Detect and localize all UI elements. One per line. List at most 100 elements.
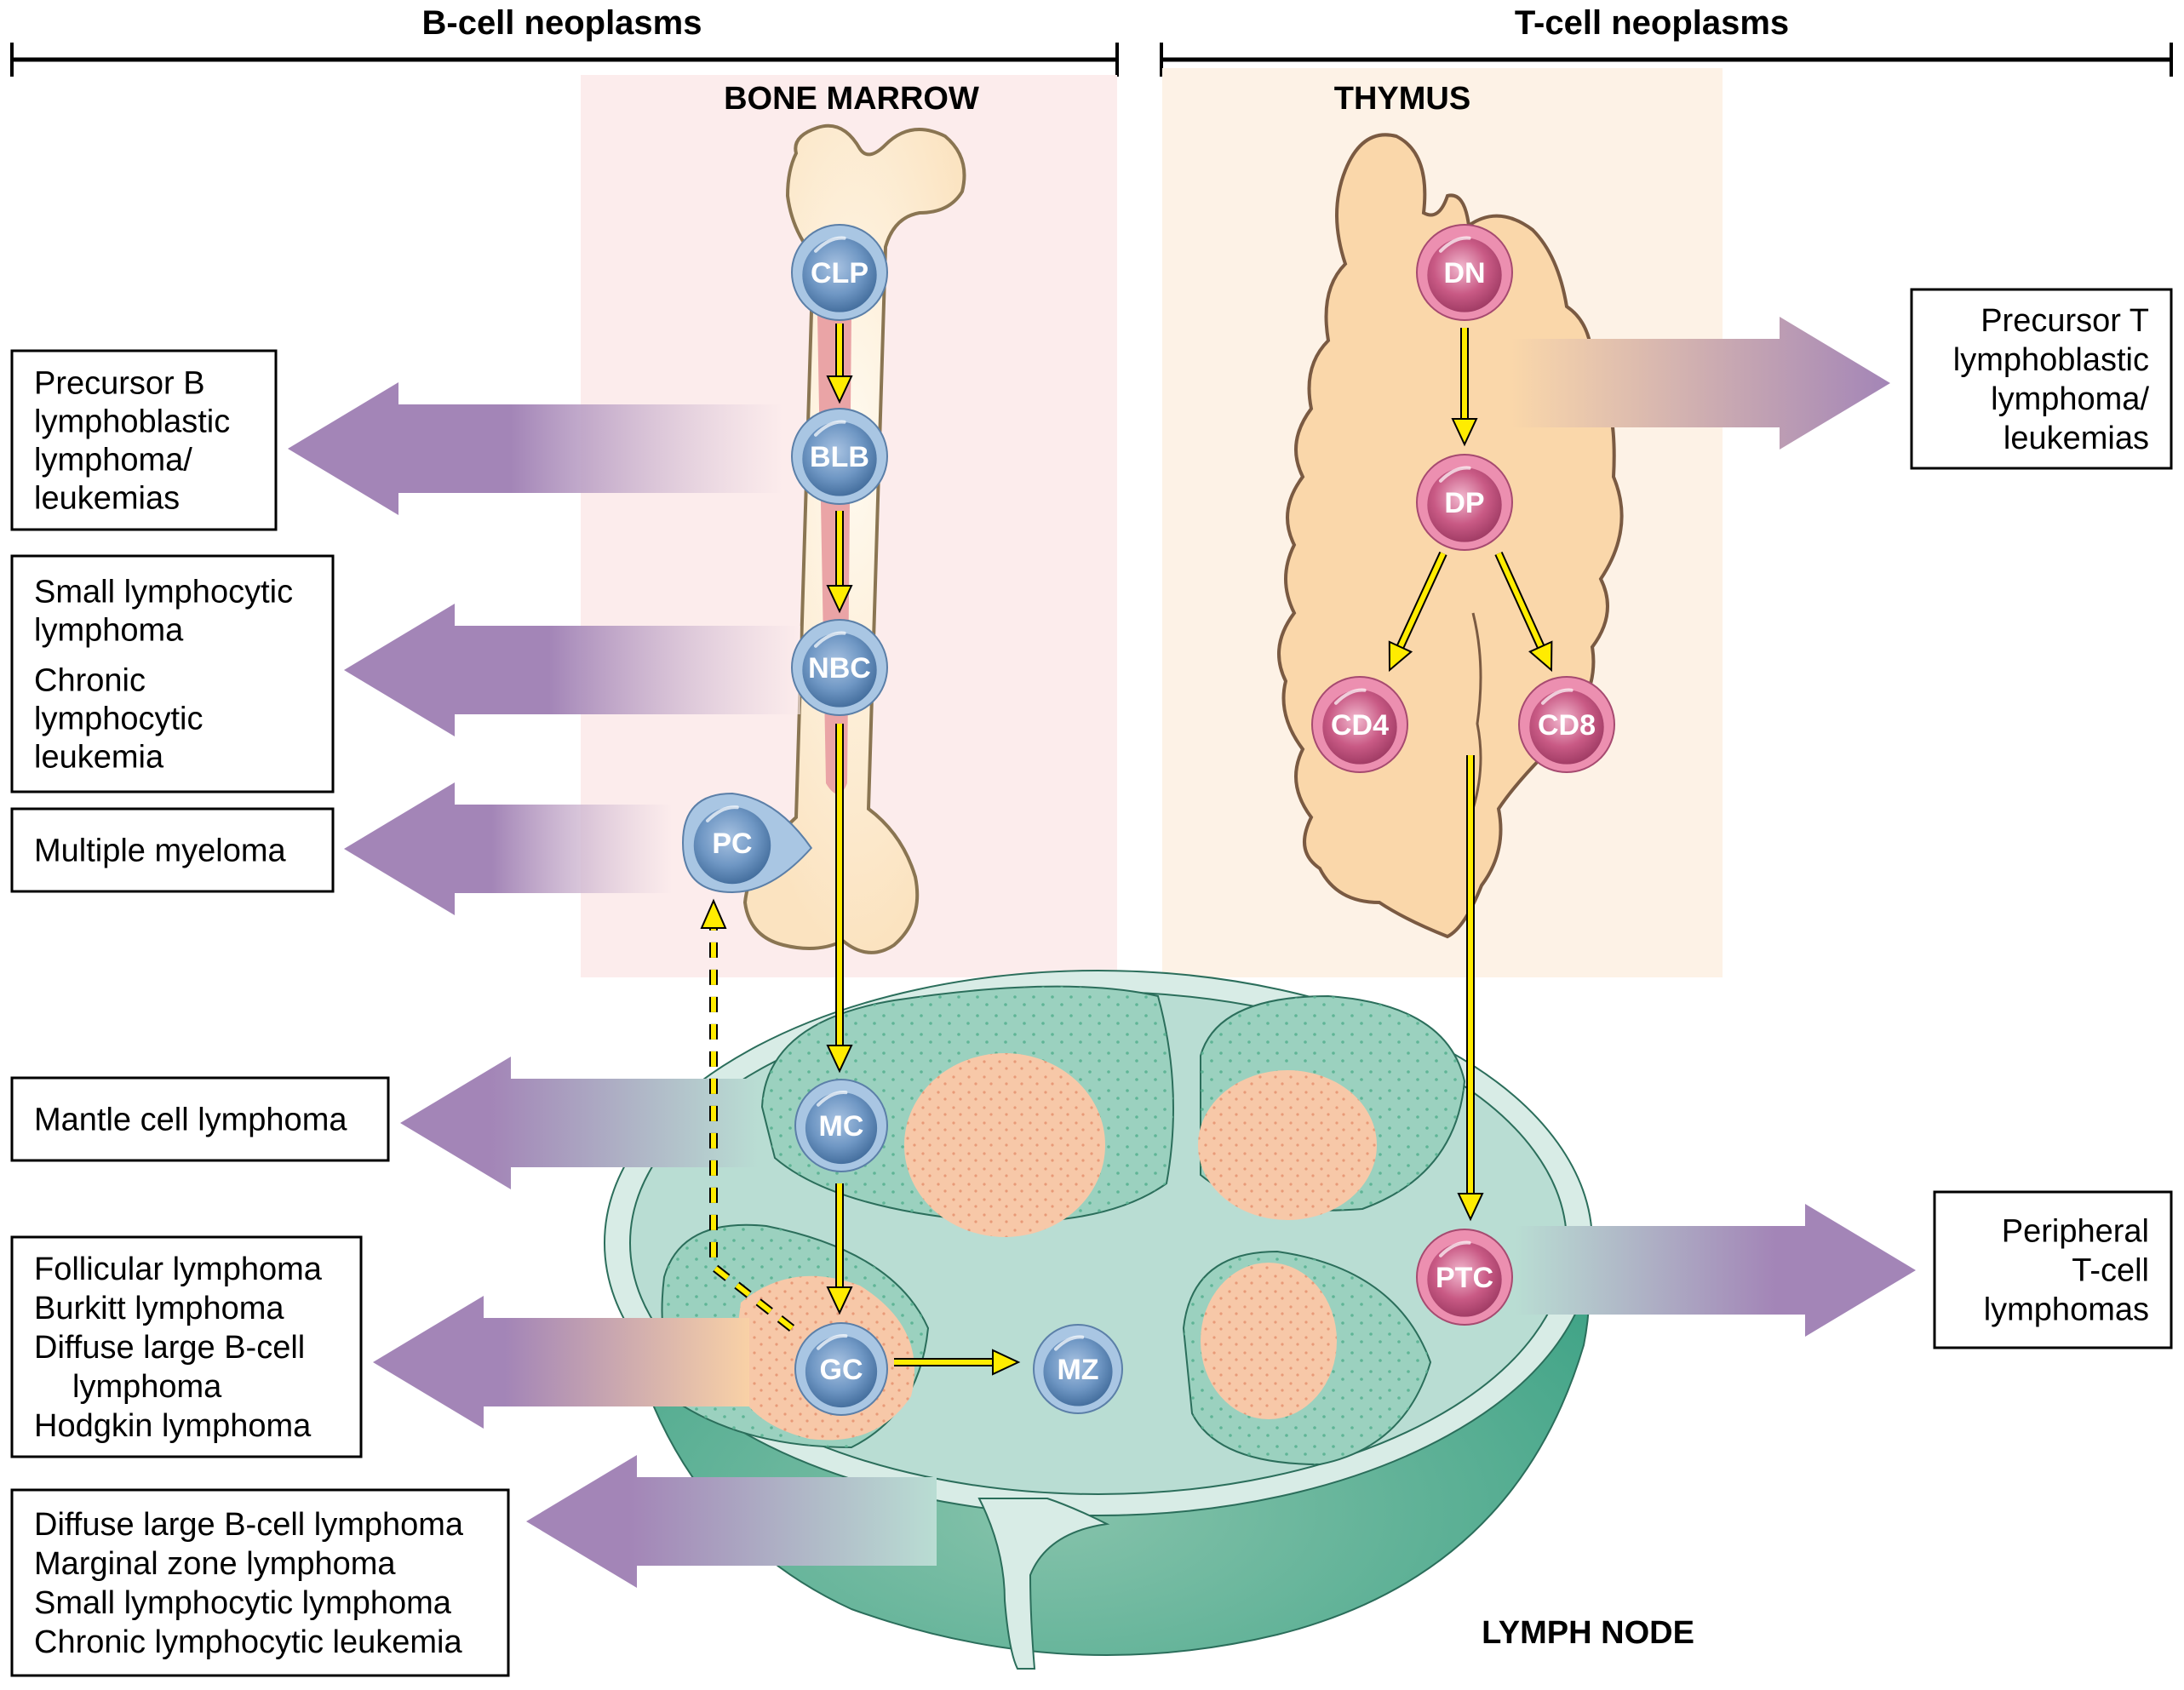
neoplasm-arrows <box>288 317 1916 1588</box>
cell-label: NBC <box>808 652 871 685</box>
neoplasm-box-precursor-b: Precursor Blymphoblasticlymphoma/leukemi… <box>10 349 278 531</box>
cell-highlight <box>1054 1335 1085 1351</box>
neoplasm-box-frame <box>10 349 278 531</box>
cell-nucleus <box>1529 690 1604 765</box>
cell-label: BLB <box>810 441 869 473</box>
cell-mc: MC <box>794 1079 888 1172</box>
cell-label: PTC <box>1436 1262 1493 1294</box>
lymph-node-label: LYMPH NODE <box>1482 1615 1694 1651</box>
neoplasm-arrow-marginal-zone <box>526 1455 937 1588</box>
neoplasm-box-line: Mantle cell lymphoma <box>34 1103 347 1138</box>
thymus-lobe-division <box>1471 612 1482 810</box>
cell-label: PC <box>712 828 752 860</box>
cell-nucleus <box>1043 1337 1113 1406</box>
neoplasm-box-line: lymphoma <box>72 1369 222 1405</box>
neoplasm-box-mantle-cell: Mantle cell lymphoma <box>10 1076 390 1162</box>
neoplasm-box-precursor-t: Precursor Tlymphoblasticlymphoma/leukemi… <box>1910 288 2173 470</box>
neoplasm-box-multiple-myeloma: Multiple myeloma <box>10 807 335 893</box>
cell-nucleus <box>1427 467 1502 542</box>
neoplasm-box-line: Hodgkin lymphoma <box>34 1408 312 1444</box>
neoplasm-box-line: Diffuse large B-cell lymphoma <box>34 1507 464 1543</box>
cell-label: CD8 <box>1538 709 1596 742</box>
cell-label: MC <box>819 1110 864 1143</box>
cell-cd8: CD8 <box>1518 676 1615 773</box>
cell-nucleus <box>805 1335 878 1408</box>
cell-highlight <box>1439 1240 1471 1257</box>
neoplasm-box-line: Chronic lymphocytic leukemia <box>34 1624 462 1660</box>
neoplasm-box-line: lymphoma/ <box>1991 381 2149 417</box>
neoplasm-box-line: lymphoma <box>34 613 184 649</box>
neoplasm-box-frame <box>10 807 335 893</box>
neoplasm-box-line: Multiple myeloma <box>34 834 287 869</box>
cell-nucleus <box>805 1091 878 1165</box>
cell-dn: DN <box>1416 224 1513 321</box>
flow-arrow-CLP-BLB <box>826 324 853 404</box>
flow-arrow-DN-DP <box>1451 328 1478 447</box>
cell-highlight <box>1334 688 1367 705</box>
neoplasm-box-line: Small lymphocytic <box>34 575 293 610</box>
neoplasm-arrow-multiple-myeloma <box>344 782 673 915</box>
neoplasm-box-line: Diffuse large B-cell <box>34 1330 305 1366</box>
t-cell-header-label: T-cell neoplasms <box>1515 4 1789 42</box>
flow-arrow-shaft <box>1496 552 1544 648</box>
flow-arrow-MC-GC <box>826 1183 853 1315</box>
neoplasm-box-frame <box>10 1488 510 1677</box>
cell-highlight <box>817 1090 848 1107</box>
neoplasm-boxes: Precursor Blymphoblasticlymphoma/leukemi… <box>10 288 2173 1677</box>
cell-highlight <box>1439 236 1471 253</box>
cell-label: DN <box>1443 257 1485 289</box>
cell-label: MZ <box>1057 1354 1098 1386</box>
cell-mz: MZ <box>1033 1324 1123 1414</box>
cell-clp: CLP <box>791 224 888 321</box>
cell-label: CD4 <box>1331 709 1389 742</box>
flow-arrow-GC-MZ <box>894 1349 1021 1376</box>
cell-gc: GC <box>794 1322 888 1416</box>
cell-ptc: PTC <box>1416 1229 1513 1326</box>
cell-highlight <box>817 1333 848 1350</box>
neoplasm-box-line: lymphocytic <box>34 702 203 737</box>
flow-arrow-shaft <box>711 928 794 1331</box>
cell-cd4: CD4 <box>1311 676 1408 773</box>
neoplasm-box-line: lymphoblastic <box>1953 342 2149 378</box>
neoplasm-arrow-mantle-cell <box>400 1057 758 1189</box>
flow-arrow-head <box>826 1286 853 1315</box>
neoplasm-box-frame <box>1910 288 2173 470</box>
flow-arrow-GC-PC <box>700 898 795 1332</box>
neoplasm-box-line: Peripheral <box>2002 1214 2149 1250</box>
flow-arrow-head <box>1457 1193 1484 1222</box>
cell-blb: BLB <box>791 408 888 505</box>
neoplasm-arrow-sll-cll <box>344 604 800 736</box>
t-cell-header: T-cell neoplasms <box>1160 4 2173 77</box>
neoplasm-arrow-precursor-t <box>1511 317 1890 450</box>
cell-highlight <box>706 805 739 822</box>
cell-dp: DP <box>1416 454 1513 551</box>
neoplasm-box-line: Precursor T <box>1981 303 2149 339</box>
cell-highlight <box>1541 688 1574 705</box>
neoplasm-box-line: Burkitt lymphoma <box>34 1291 284 1326</box>
neoplasm-box-sll-cll: Small lymphocyticlymphomaChroniclymphocy… <box>10 554 335 793</box>
neoplasm-arrow-germinal-center <box>373 1296 749 1429</box>
cell-nucleus <box>802 421 877 496</box>
cell-highlight <box>814 236 846 253</box>
cell-highlight <box>1439 466 1471 483</box>
neoplasm-box-line: Precursor B <box>34 366 205 402</box>
cell-highlight <box>814 420 846 437</box>
germinal-center-top-left <box>904 1053 1105 1237</box>
flow-arrow-DP-CD4 <box>1388 551 1447 673</box>
neoplasm-box-line: T-cell <box>2072 1253 2149 1289</box>
neoplasm-box-line: Chronic <box>34 663 146 699</box>
efferent-vessel <box>977 1498 1110 1670</box>
flow-arrow-NBC-MC <box>826 724 853 1074</box>
flow-arrow-BLB-NBC <box>826 511 853 614</box>
neoplasm-box-frame <box>10 1076 390 1162</box>
flow-arrow-head <box>700 898 727 929</box>
germinal-center-bottom-right <box>1201 1263 1337 1419</box>
neoplasm-box-frame <box>10 1235 363 1458</box>
cell-nucleus <box>1427 238 1502 312</box>
bone-marrow-label: BONE MARROW <box>724 81 979 117</box>
neoplasm-box-frame <box>1933 1190 2173 1349</box>
